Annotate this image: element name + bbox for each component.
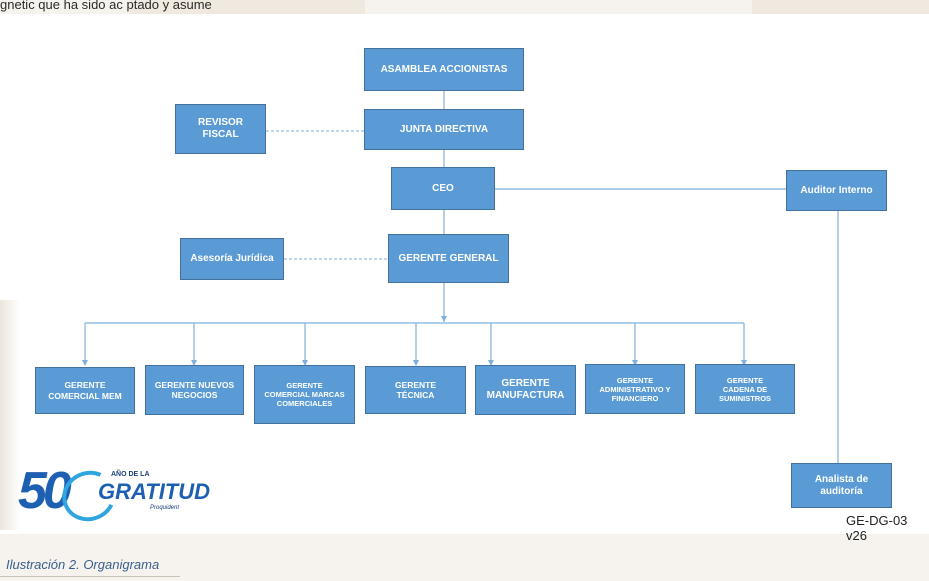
node-analista-auditoria: Analista de auditoría <box>791 463 892 508</box>
header-strip <box>130 0 365 14</box>
node-gerente-manufactura: GERENTE MANUFACTURA <box>475 365 576 415</box>
arrow-2 <box>191 360 197 366</box>
arrow-4 <box>413 360 419 366</box>
arrow-6 <box>632 360 638 366</box>
node-gerente-general: GERENTE GENERAL <box>388 234 509 283</box>
node-gerente-cadena-suministros: GERENTE CADENA DE SUMINISTROS <box>695 364 795 414</box>
node-revisor-fiscal: REVISOR FISCAL <box>175 104 266 154</box>
caption-underline <box>0 576 180 577</box>
arrow-5 <box>488 360 494 366</box>
arrow-bus <box>441 316 447 322</box>
logo-line2: GRATITUD <box>98 479 211 504</box>
header-text-fragment: gnetic que ha sido ac ptado y asume <box>0 0 212 12</box>
arrow-7 <box>741 360 747 366</box>
document-code: GE-DG-03 v26 <box>846 513 908 543</box>
figure-caption: Ilustración 2. Organigrama <box>6 557 160 572</box>
logo-brand: Proquident <box>150 505 180 511</box>
node-ceo: CEO <box>391 167 495 210</box>
page-shadow <box>0 300 20 530</box>
node-gerente-comercial-marcas: GERENTE COMERCIAL MARCAS COMERCIALES <box>254 365 355 424</box>
arrow-3 <box>302 360 308 366</box>
node-gerente-administrativo-financiero: GERENTE ADMINISTRATIVO Y FINANCIERO <box>585 364 685 414</box>
logo-number: 50 <box>18 462 72 520</box>
header-strip-right <box>752 0 929 14</box>
node-junta-directiva: JUNTA DIRECTIVA <box>364 109 524 150</box>
node-asamblea-accionistas: ASAMBLEA ACCIONISTAS <box>364 48 524 91</box>
node-gerente-nuevos-negocios: GERENTE NUEVOS NEGOCIOS <box>145 365 244 415</box>
logo-line1: AÑO DE LA <box>111 471 150 478</box>
node-asesoria-juridica: Asesoría Jurídica <box>180 238 284 280</box>
node-gerente-comercial-mem: GERENTE COMERCIAL MEM <box>35 367 135 414</box>
node-auditor-interno: Auditor Interno <box>786 170 887 211</box>
arrow-1 <box>82 360 88 366</box>
anniversary-logo: 50 AÑO DE LA GRATITUD Proquident <box>18 462 211 529</box>
node-gerente-tecnica: GERENTE TÉCNICA <box>365 366 466 414</box>
